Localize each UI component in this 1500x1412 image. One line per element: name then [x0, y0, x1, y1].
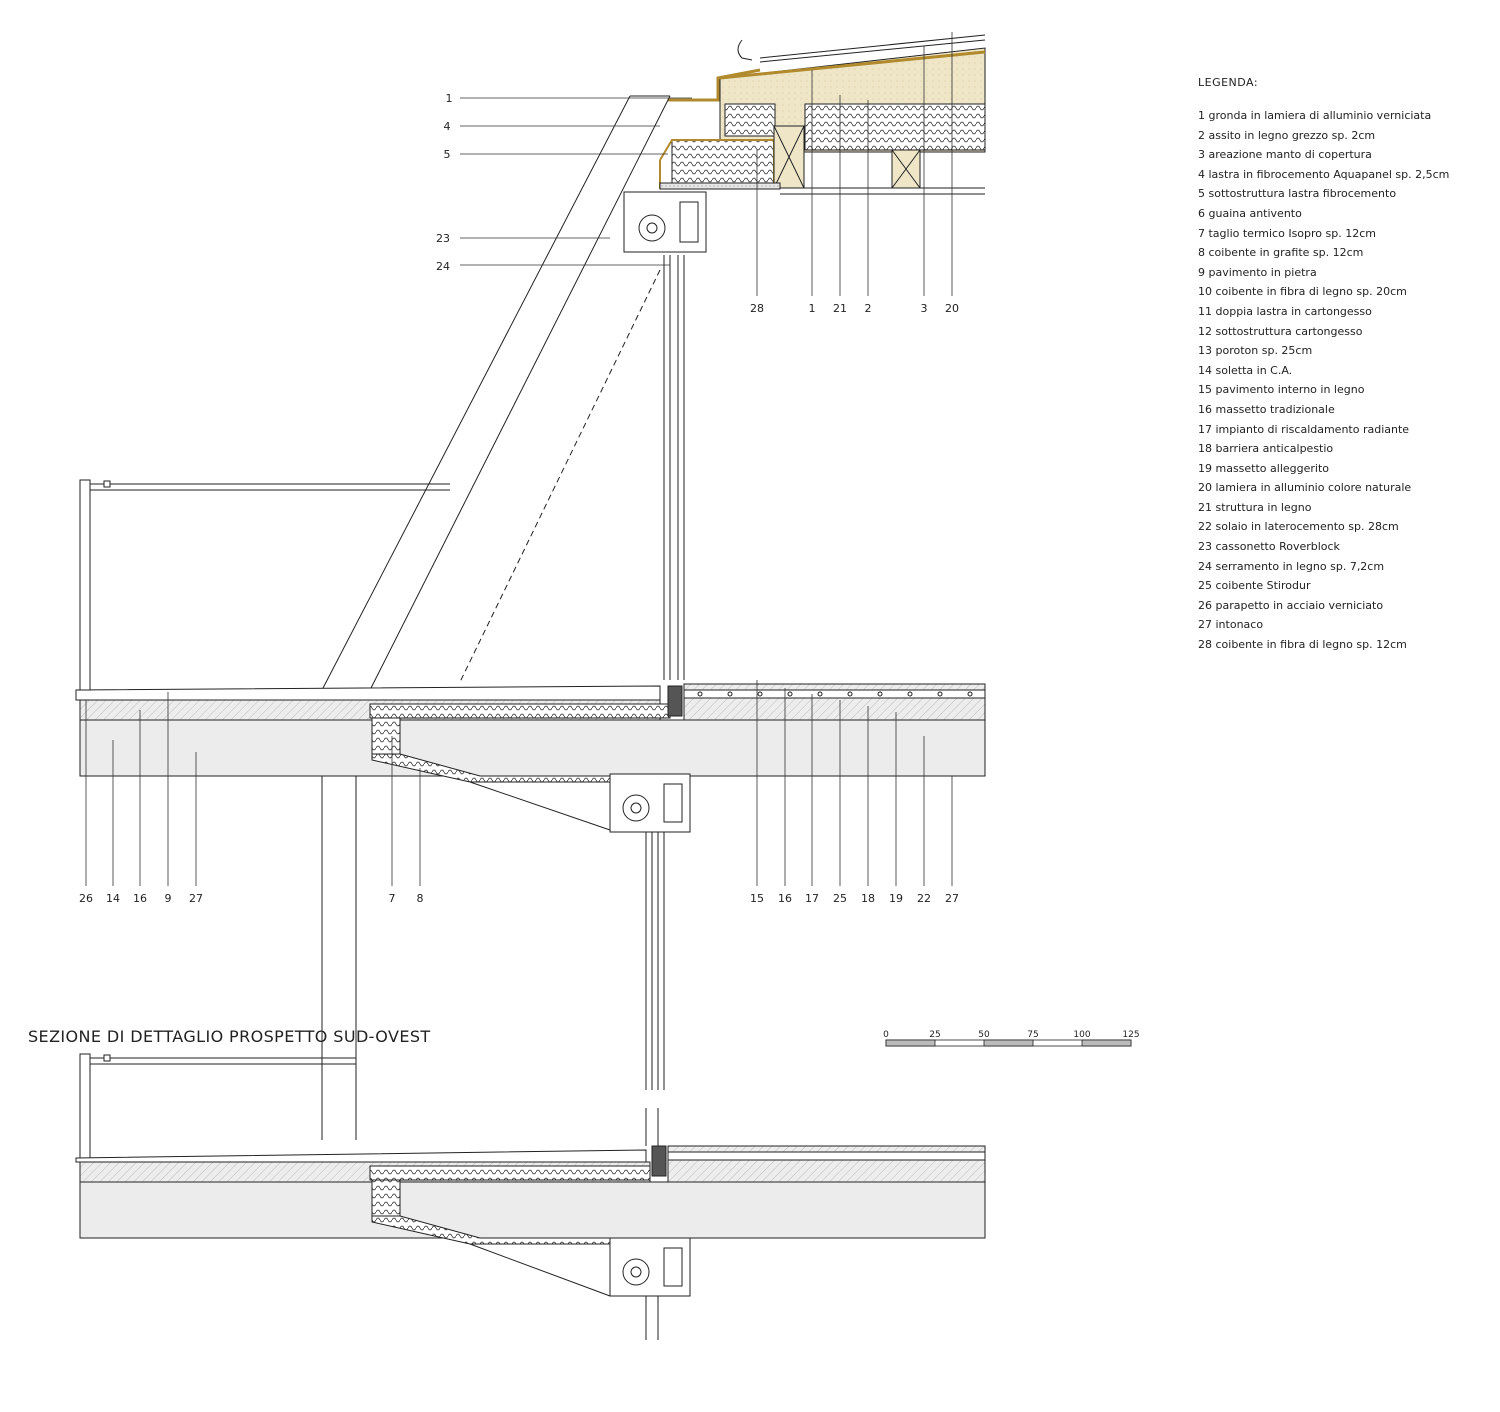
scale-tick-75: 75 — [1027, 1030, 1038, 1040]
legend-item: 13 poroton sp. 25cm — [1198, 344, 1313, 358]
legend-item: 25 coibente Stirodur — [1198, 579, 1311, 593]
callout-16b: 16 — [778, 892, 792, 905]
callout-3: 3 — [921, 302, 928, 315]
callout-1: 1 — [446, 92, 453, 105]
callout-labels: 1 4 5 23 24 28 1 21 2 3 20 26 14 16 9 27… — [79, 92, 959, 905]
callout-18: 18 — [861, 892, 875, 905]
leader-lines — [85, 32, 953, 886]
legend-item: 17 impianto di riscaldamento radiante — [1198, 422, 1410, 436]
scale-tick-125: 125 — [1122, 1030, 1139, 1040]
scale-bar — [885, 1039, 1132, 1047]
callout-7: 7 — [389, 892, 396, 905]
roller-box — [623, 191, 707, 253]
radiant-pipes — [697, 691, 973, 697]
callout-28: 28 — [750, 302, 764, 315]
legend-item: 18 barriera anticalpestio — [1198, 442, 1334, 456]
callout-9: 9 — [165, 892, 172, 905]
callout-21: 21 — [833, 302, 847, 315]
callout-26: 26 — [79, 892, 93, 905]
legend-item: 7 taglio termico Isopro sp. 12cm — [1198, 226, 1376, 240]
floor-build-up — [683, 683, 986, 721]
balcony-slab — [79, 719, 986, 777]
callout-23: 23 — [436, 232, 450, 245]
scale-tick-50: 50 — [978, 1030, 990, 1040]
scale-tick-0: 0 — [883, 1030, 889, 1040]
scale-bar-labels: 0 25 50 75 100 125 — [883, 1030, 1139, 1040]
legend-item: 19 massetto alleggerito — [1198, 461, 1330, 475]
callout-20: 20 — [945, 302, 959, 315]
legend-item: 23 cassonetto Roverblock — [1198, 540, 1340, 554]
legend-item: 16 massetto tradizionale — [1198, 402, 1335, 416]
legend-item: 9 pavimento in pietra — [1198, 265, 1317, 279]
slab-lower — [75, 1053, 986, 1340]
callout-19: 19 — [889, 892, 903, 905]
legend-item: 6 guaina antivento — [1198, 206, 1302, 220]
legend-item: 2 assito in legno grezzo sp. 2cm — [1198, 128, 1376, 142]
legend-item: 8 coibente in grafite sp. 12cm — [1198, 246, 1364, 260]
callout-1b: 1 — [809, 302, 816, 315]
legend-item: 14 soletta in C.A. — [1198, 363, 1293, 377]
legend-item: 22 solaio in laterocemento sp. 28cm — [1198, 520, 1399, 534]
callout-2: 2 — [865, 302, 872, 315]
legend-item: 3 areazione manto di copertura — [1198, 148, 1372, 162]
callout-14: 14 — [106, 892, 120, 905]
thermal-break — [371, 717, 401, 755]
callout-4: 4 — [444, 120, 451, 133]
callout-27: 27 — [189, 892, 203, 905]
legend-item: 5 sottostruttura lastra fibrocemento — [1198, 187, 1397, 201]
callout-17: 17 — [805, 892, 819, 905]
roller-box-2 — [609, 773, 691, 833]
scale-tick-25: 25 — [929, 1030, 940, 1040]
eave-gutter — [668, 68, 761, 102]
legend-item: 20 lamiera in alluminio colore naturale — [1198, 481, 1412, 495]
drawing-title: SEZIONE DI DETTAGLIO PROSPETTO SUD-OVEST — [28, 1027, 431, 1046]
legend-item: 10 coibente in fibra di legno sp. 20cm — [1198, 285, 1407, 299]
callout-15: 15 — [750, 892, 764, 905]
legend-item: 28 coibente in fibra di legno sp. 12cm — [1198, 638, 1407, 652]
legend-item: 27 intonaco — [1198, 618, 1264, 632]
legend-item: 11 doppia lastra in cartongesso — [1198, 304, 1372, 318]
legend-item: 15 pavimento interno in legno — [1198, 383, 1365, 397]
legend-item: 1 gronda in lamiera di alluminio vernici… — [1198, 109, 1432, 122]
roof-detail — [321, 34, 986, 691]
legend-item: 24 serramento in legno sp. 7,2cm — [1198, 559, 1385, 573]
slab-upper — [75, 479, 986, 1140]
railing-lower — [79, 1053, 91, 1159]
legend-item: 4 lastra in fibrocemento Aquapanel sp. 2… — [1198, 167, 1450, 181]
legend-item: 12 sottostruttura cartongesso — [1198, 324, 1363, 338]
railing — [79, 479, 91, 691]
legend-item: 26 parapetto in acciaio verniciato — [1198, 598, 1384, 612]
callout-5: 5 — [444, 148, 451, 161]
callout-24: 24 — [436, 260, 450, 273]
callout-27b: 27 — [945, 892, 959, 905]
callout-25: 25 — [833, 892, 847, 905]
legend-list: 1 gronda in lamiera di alluminio vernici… — [1198, 106, 1449, 655]
legend-heading: LEGENDA: — [1198, 76, 1259, 89]
roof-insulation-lower — [671, 139, 775, 185]
callout-8: 8 — [417, 892, 424, 905]
roof-insulation — [804, 103, 986, 151]
legend-item: 21 struttura in legno — [1198, 500, 1312, 514]
callout-22: 22 — [917, 892, 931, 905]
callout-16: 16 — [133, 892, 147, 905]
scale-tick-100: 100 — [1073, 1030, 1090, 1040]
